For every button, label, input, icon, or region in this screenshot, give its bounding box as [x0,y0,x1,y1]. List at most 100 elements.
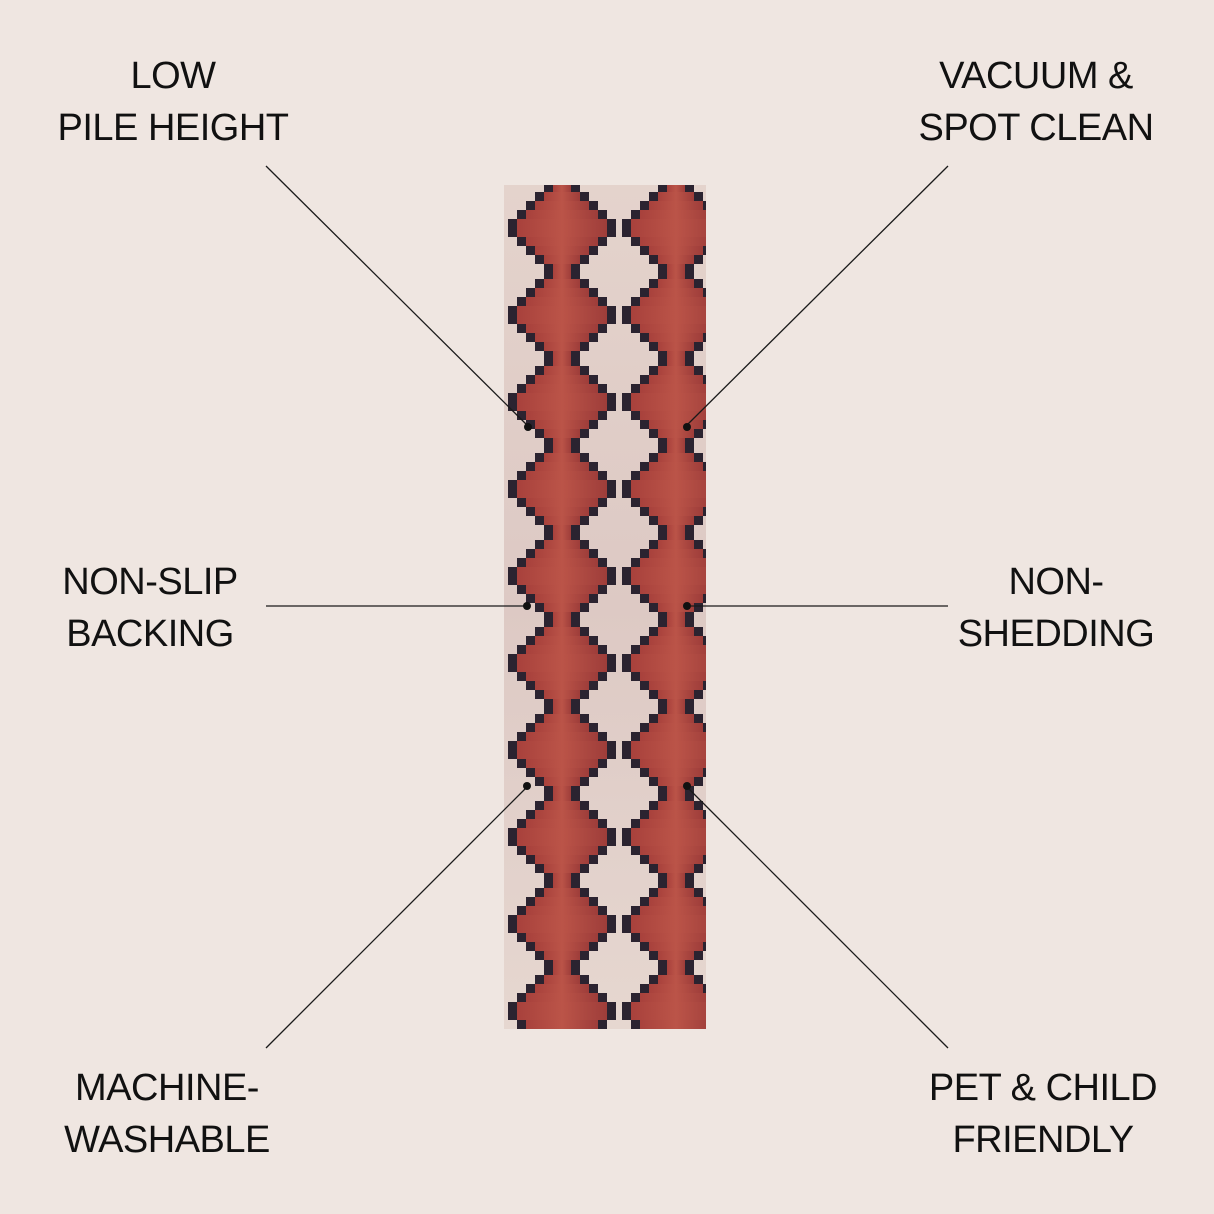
rug-motif-fill [535,462,589,471]
rug-motif-fill [631,306,706,315]
rug-motif-fill [553,351,571,360]
rug-motif-fill [517,576,607,585]
feature-low-pile-line2: PILE HEIGHT [57,107,290,149]
rug-motif-fill [526,471,598,480]
rug-motif-fill [526,411,598,420]
rug-motif-fill [631,1011,706,1020]
rug-motif-fill [517,480,607,489]
rug-motif-fill [658,627,694,636]
rug-motif-fill [526,297,598,306]
rug-motif-fill [649,768,703,777]
rug-motif-fill [526,645,598,654]
feature-non-slip-backing: NON-SLIP BACKING [62,556,238,660]
rug-motif-fill [631,654,706,663]
rug-motif-fill [544,801,580,810]
rug-motif-fill [631,915,706,924]
rug-motif-fill [658,192,694,201]
rug-motif-fill [631,219,706,228]
rug-motif-fill [649,897,703,906]
rug-motif-fill [649,375,703,384]
rug-motif-fill [631,750,706,759]
rug-motif-fill [535,246,589,255]
rug-motif-fill [517,837,607,846]
feature-non-shedding: NON- SHEDDING [958,556,1155,660]
rug-motif-fill [649,681,703,690]
rug-motif-fill [517,663,607,672]
rug-motif-fill [649,984,703,993]
rug-motif-fill [544,690,580,699]
rug-motif-fill [640,411,706,420]
rug-motif-fill [535,855,589,864]
rug-motif-fill [544,777,580,786]
rug-motif-fill [640,324,706,333]
rug-motif-fill [658,279,694,288]
rug-motif-fill [535,594,589,603]
rug-motif-fill [526,933,598,942]
rug-motif-fill [544,864,580,873]
rug-motif-fill [667,618,685,627]
rug-motif-fill [535,420,589,429]
rug-motif-fill [553,264,571,273]
rug-motif-fill [640,585,706,594]
rug-motif-fill [667,612,685,621]
rug-motif-fill [526,237,598,246]
rug-motif-fill [658,975,694,984]
rug-motif-fill [526,1020,598,1029]
rug-motif-fill [553,879,571,888]
rug-motif-fill [526,672,598,681]
rug-motif-fill [517,828,607,837]
feature-vacuum-line2: SPOT CLEAN [918,107,1154,149]
rug-motif-fill [658,516,694,525]
rug-motif-fill [544,951,580,960]
rug-motif-fill [649,594,703,603]
rug-motif-fill [631,567,706,576]
rug-motif-fill [649,246,703,255]
rug-motif-fill [526,846,598,855]
rug-motif-fill [517,306,607,315]
rug-motif-fill [631,837,706,846]
rug-motif-fill [553,531,571,540]
rug-motif-fill [658,888,694,897]
rug-motif-fill [553,438,571,447]
rug-motif-fill [544,279,580,288]
rug-motif-fill [526,324,598,333]
feature-pet-child-friendly: PET & CHILD FRIENDLY [929,1062,1158,1166]
rug-motif-fill [535,942,589,951]
rug-motif-fill [649,942,703,951]
rug-motif-fill [553,792,571,801]
feature-machine-washable-line1: MACHINE- [75,1067,259,1109]
rug-motif-fill [640,237,706,246]
rug-motif-fill [544,540,580,549]
rug-motif-fill [649,420,703,429]
rug-motif-fill [658,255,694,264]
rug-motif-fill [667,879,685,888]
rug-motif-fill [553,705,571,714]
rug-motif-fill [535,810,589,819]
rug-motif-fill [517,489,607,498]
rug-motif-fill [649,723,703,732]
feature-vacuum-line1: VACUUM & [939,55,1133,97]
rug-motif-fill [667,966,685,975]
rug-motif-fill [517,219,607,228]
leader-line-vacuum [685,165,949,427]
rug-motif-fill [649,333,703,342]
rug-motif-fill [667,699,685,708]
rug-motif-fill [631,1002,706,1011]
rug-motif-fill [649,810,703,819]
rug-motif-fill [658,603,694,612]
rug-motif-fill [658,951,694,960]
rug-motif-fill [667,351,685,360]
rug-motif-fill [526,993,598,1002]
rug-motif-fill [640,759,706,768]
rug-motif-fill [667,792,685,801]
leader-line-machine-washable [265,786,528,1049]
rug-motif-fill [640,672,706,681]
rug-motif-fill [544,453,580,462]
rug-motif-fill [649,855,703,864]
rug-motif-fill [667,357,685,366]
rug-motif-fill [640,471,706,480]
rug-motif-fill [640,906,706,915]
rug-motif-fill [553,185,571,192]
rug-motif-fill [640,498,706,507]
rug-motif-fill [640,1020,706,1029]
